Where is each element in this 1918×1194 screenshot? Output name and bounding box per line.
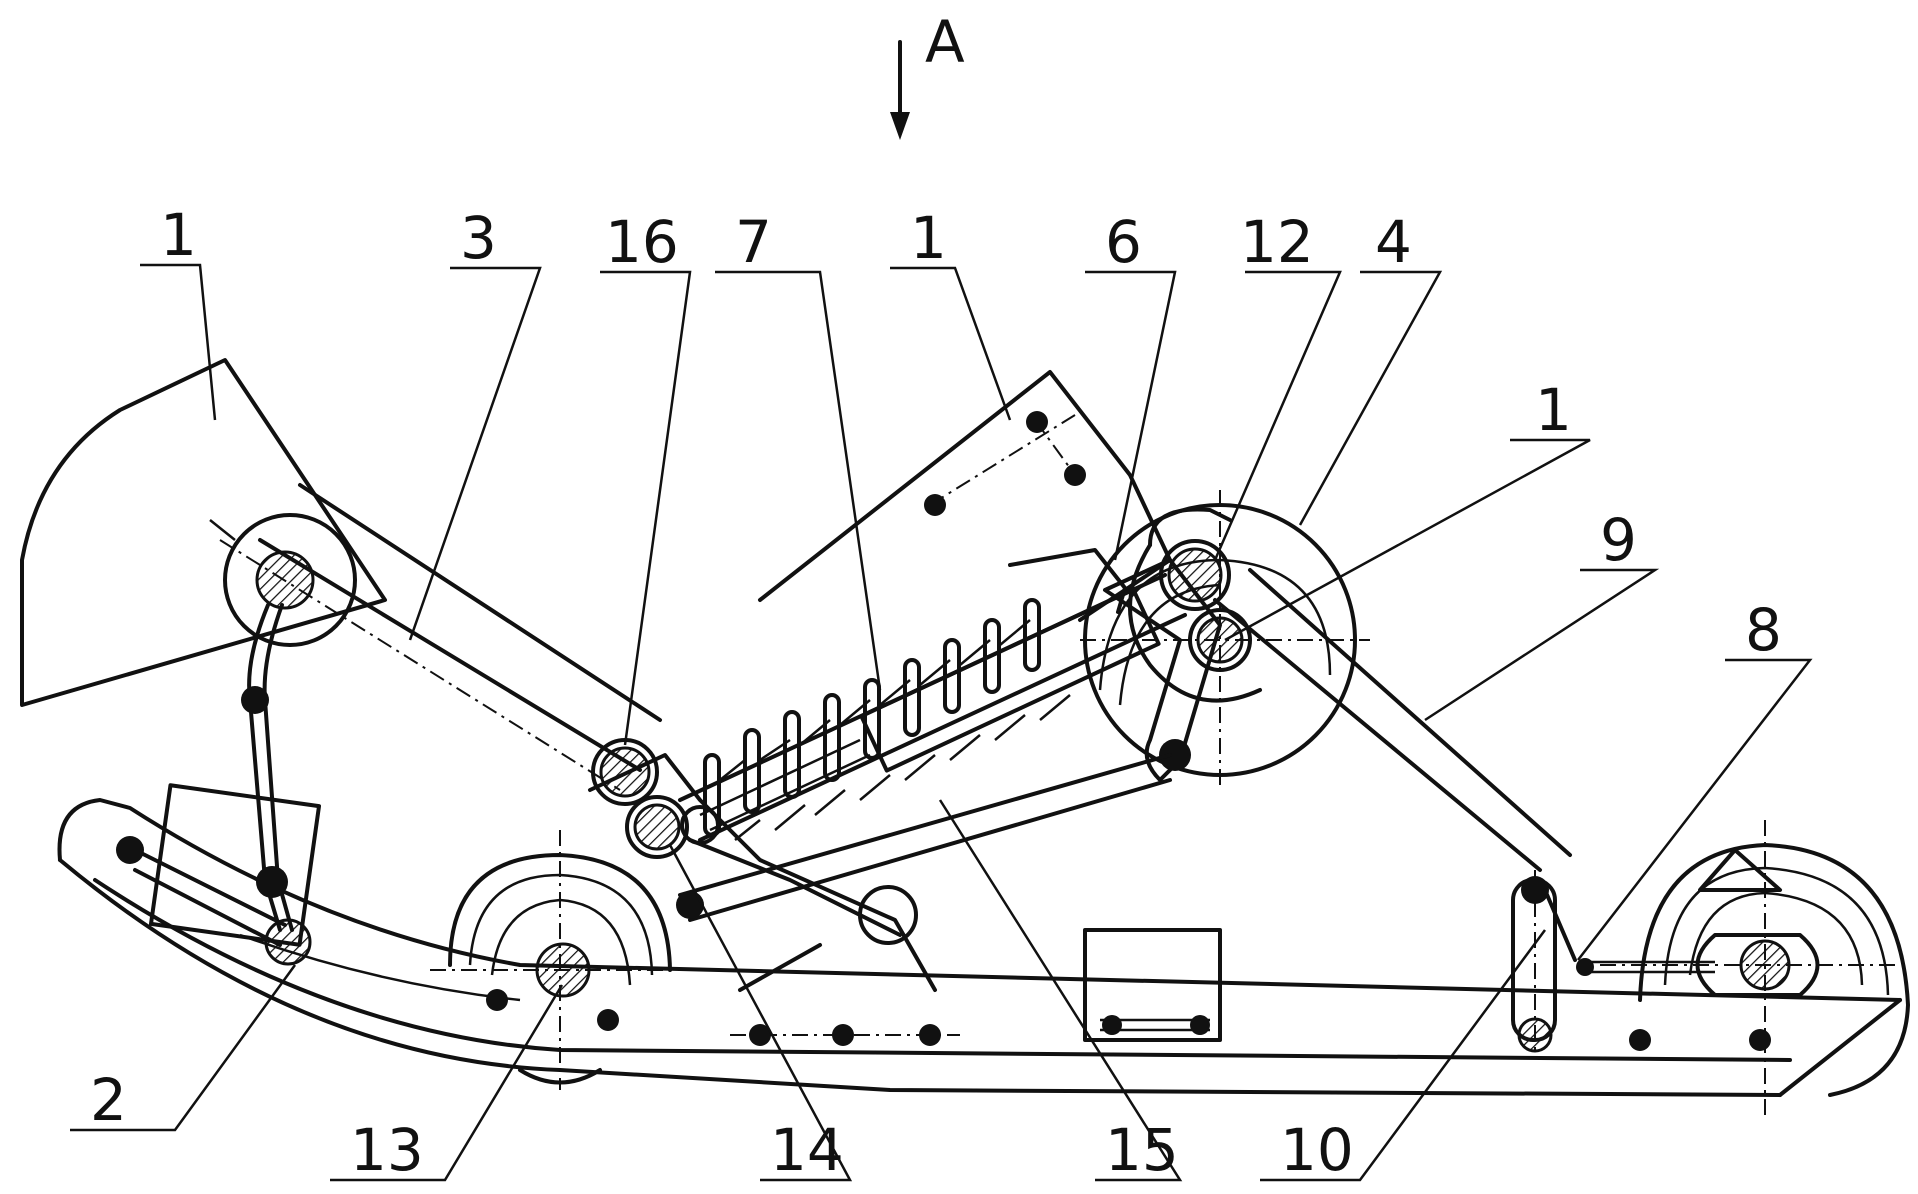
left-bracket [20,358,387,707]
label-14: 14 [770,1116,844,1184]
rail-bolts [486,989,1771,1051]
lower-link [676,753,1172,922]
label-12: 12 [1240,208,1314,276]
center-pivots [588,738,937,992]
shock-absorber [678,573,1187,845]
skid-rail [57,798,1902,1097]
label-2: 2 [90,1066,127,1134]
diagonal-arm [1213,568,1572,872]
label-13: 13 [350,1116,424,1184]
label-8: 8 [1745,596,1782,664]
label-9: 9 [1600,506,1637,574]
label-1-left: 1 [160,201,197,269]
upper-arm [1103,539,1252,782]
rear-wheel [1576,820,1910,1115]
label-6: 6 [1105,208,1142,276]
left-linkage [116,603,322,966]
callouts: 1 3 16 7 1 6 12 4 1 9 8 2 13 14 15 10 [70,201,1813,1184]
label-10: 10 [1280,1116,1354,1184]
label-16: 16 [605,208,679,276]
right-bracket [758,370,1172,622]
label-1-mid: 1 [910,204,947,272]
label-4: 4 [1375,208,1412,276]
spring-coils [703,598,1041,837]
label-3: 3 [460,204,497,272]
view-label: A [925,8,965,76]
rear-link [1511,870,1577,1053]
label-15: 15 [1105,1116,1179,1184]
front-wheel [430,830,720,1090]
lever-arm [209,483,662,791]
view-arrow: A [890,8,965,140]
label-1-right: 1 [1535,376,1572,444]
label-7: 7 [735,208,772,276]
rail-block [1083,928,1222,1042]
